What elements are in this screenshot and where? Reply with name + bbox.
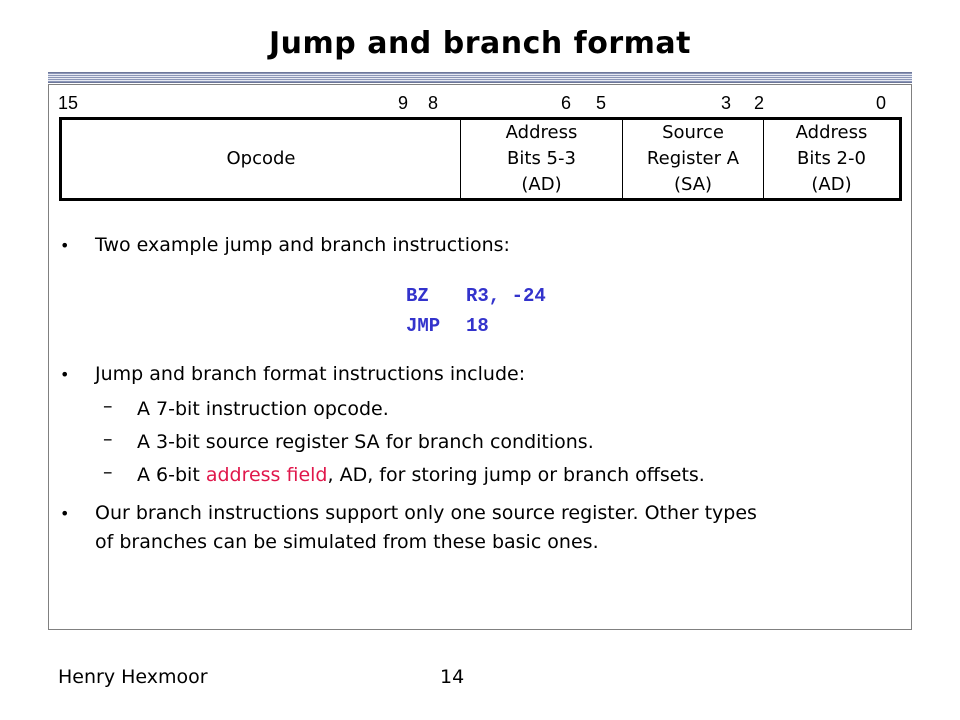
sub-bullet-dash: – [103, 461, 113, 483]
code-op-jmp: JMP [406, 315, 441, 337]
bit-label-5: 5 [596, 93, 607, 113]
text-segment: , AD, for storing jump or branch offsets… [327, 464, 705, 486]
field-line: Bits 5-3 [507, 148, 576, 169]
bullet-format-includes: Jump and branch format instructions incl… [95, 363, 526, 385]
sub-bullet-source-register: A 3-bit source register SA for branch co… [137, 431, 594, 453]
title-rule [48, 72, 912, 83]
sub-bullet-opcode: A 7-bit instruction opcode. [137, 398, 389, 420]
highlight-address-field: address field [205, 464, 328, 486]
code-op-bz: BZ [406, 285, 429, 307]
field-source-register: Source Register A (SA) [622, 120, 763, 198]
sub-bullet-address-field: A 6-bit address field, AD, for storing j… [137, 461, 705, 490]
text-segment: A 6-bit [137, 464, 206, 486]
bullet-dot: • [60, 504, 70, 523]
footer-author: Henry Hexmoor [58, 666, 208, 688]
content-frame [48, 84, 912, 630]
field-address-high: Address Bits 5-3 (AD) [460, 120, 622, 198]
code-args-jmp: 18 [466, 315, 489, 337]
bit-label-8: 8 [428, 93, 439, 113]
bullet-dot: • [60, 365, 70, 384]
bit-label-2: 2 [754, 93, 765, 113]
field-line: Opcode [226, 148, 296, 169]
code-args-bz: R3, -24 [466, 285, 546, 307]
slide-title: Jump and branch format [269, 26, 691, 61]
bullet-examples: Two example jump and branch instructions… [95, 234, 510, 256]
field-line: Bits 2-0 [797, 148, 866, 169]
sub-bullet-dash: – [103, 428, 113, 450]
field-line: Source [662, 122, 724, 143]
bit-label-6: 6 [561, 93, 572, 113]
field-address-low: Address Bits 2-0 (AD) [763, 120, 899, 198]
field-line: Register A [646, 148, 740, 169]
bit-label-9: 9 [398, 93, 409, 113]
field-line: (AD) [521, 174, 562, 195]
sub-bullet-dash: – [103, 395, 113, 417]
bit-label-0: 0 [876, 93, 887, 113]
page-number: 14 [440, 666, 465, 688]
bit-label-3: 3 [721, 93, 732, 113]
field-line: (SA) [673, 174, 713, 195]
bullet-branch-support-line1: Our branch instructions support only one… [95, 502, 757, 524]
bit-label-15: 15 [58, 93, 79, 113]
field-line: Address [795, 122, 868, 143]
instruction-format-table: Opcode Address Bits 5-3 (AD) Source Regi… [59, 117, 902, 201]
bullet-branch-support-line2: of branches can be simulated from these … [95, 531, 599, 553]
field-line: Address [505, 122, 578, 143]
field-opcode: Opcode [62, 120, 460, 198]
bullet-dot: • [60, 236, 70, 255]
field-line: (AD) [811, 174, 852, 195]
